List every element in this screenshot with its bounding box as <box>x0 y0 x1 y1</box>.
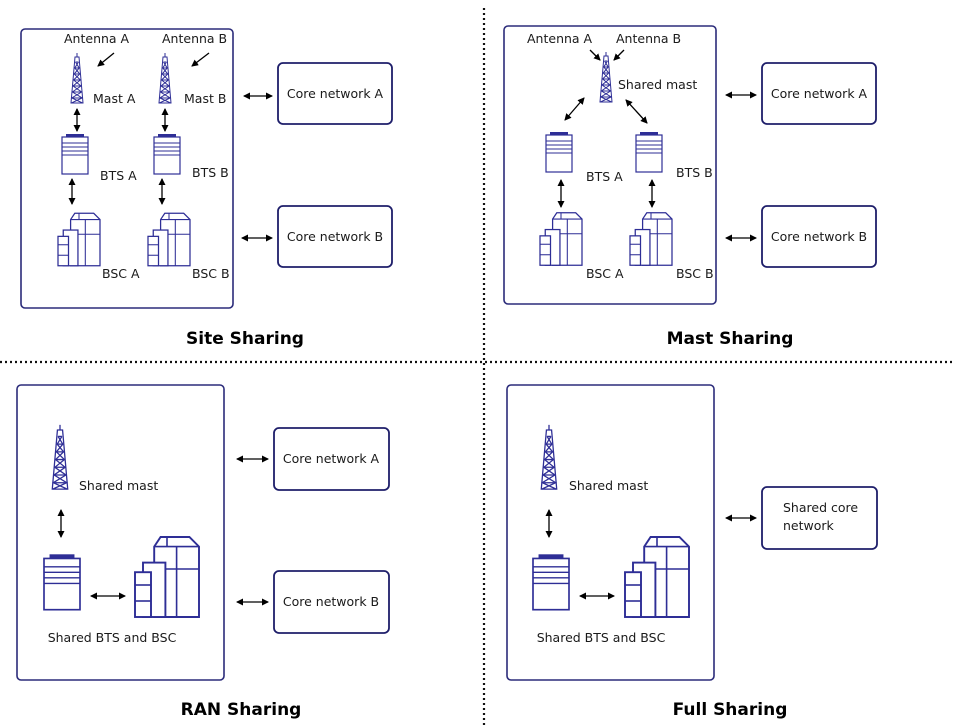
full-frame <box>506 384 715 681</box>
antenna-b-label: Antenna B <box>162 31 227 46</box>
shared-mast-label: Shared mast <box>79 478 158 493</box>
bsc-a-label: BSC A <box>586 266 624 281</box>
ran-frame <box>16 384 225 681</box>
shared-core-label-line1: Shared core <box>783 500 858 515</box>
mast-b-label: Mast B <box>184 91 226 106</box>
core-network-b-label: Core network B <box>287 229 383 244</box>
shared-bts-bsc-label: Shared BTS and BSC <box>537 630 666 645</box>
bts-b-icon <box>635 131 663 173</box>
mast-a-tower-icon <box>70 52 84 104</box>
core-network-b-box <box>761 205 877 268</box>
antenna-b-label: Antenna B <box>616 31 681 46</box>
antenna-a-label: Antenna A <box>527 31 593 46</box>
panel-site-sharing: Antenna A Antenna B Mast A Mast B BTS A … <box>20 28 393 349</box>
bts-b-label: BTS B <box>192 165 229 180</box>
core-network-a-box <box>277 62 393 125</box>
shared-bts-icon <box>42 553 82 611</box>
panel-full-sharing: Shared mast Shared BTS and BSC Shared co… <box>506 384 878 720</box>
ran-sharing-caption: RAN Sharing <box>181 700 302 720</box>
core-network-a-label: Core network A <box>771 86 868 101</box>
full-sharing-caption: Full Sharing <box>673 700 788 720</box>
core-network-b-box <box>273 570 390 634</box>
shared-mast-label: Shared mast <box>618 77 697 92</box>
antenna-a-label: Antenna A <box>64 31 130 46</box>
bts-a-label: BTS A <box>100 168 137 183</box>
core-network-b-label: Core network B <box>771 229 867 244</box>
shared-core-label-line2: network <box>783 518 835 533</box>
core-network-a-label: Core network A <box>283 451 380 466</box>
bts-b-icon <box>153 133 181 175</box>
site-frame <box>20 28 234 309</box>
bsc-b-label: BSC B <box>676 266 714 281</box>
core-network-a-label: Core network A <box>287 86 384 101</box>
shared-mast-label: Shared mast <box>569 478 648 493</box>
mast-sharing-caption: Mast Sharing <box>667 329 794 349</box>
shared-bts-icon <box>531 553 571 611</box>
mast-a-label: Mast A <box>93 91 136 106</box>
mast-frame <box>503 25 717 305</box>
bsc-a-icon <box>57 212 101 267</box>
bsc-b-icon <box>629 212 673 266</box>
shared-bsc-icon <box>134 536 200 618</box>
bts-a-label: BTS A <box>586 169 623 184</box>
shared-mast-tower-icon <box>599 51 613 103</box>
shared-mast-tower-icon <box>51 423 69 491</box>
bsc-b-icon <box>147 212 191 267</box>
core-network-a-box <box>761 62 877 125</box>
bts-a-icon <box>61 133 89 175</box>
bsc-a-icon <box>539 212 583 266</box>
panel-mast-sharing: Antenna A Antenna B Shared mast BTS A BT… <box>503 25 877 349</box>
panel-ran-sharing: Shared mast Shared BTS and BSC Core netw… <box>16 384 390 720</box>
shared-core-network-box <box>761 486 878 550</box>
shared-bsc-icon <box>624 536 690 618</box>
core-network-a-box <box>273 427 390 491</box>
bsc-b-label: BSC B <box>192 266 230 281</box>
shared-bts-bsc-label: Shared BTS and BSC <box>48 630 177 645</box>
bts-a-icon <box>545 131 573 173</box>
core-network-b-box <box>277 205 393 268</box>
core-network-b-label: Core network B <box>283 594 379 609</box>
bsc-a-label: BSC A <box>102 266 140 281</box>
shared-mast-tower-icon <box>540 423 558 491</box>
bts-b-label: BTS B <box>676 165 713 180</box>
mast-b-tower-icon <box>158 52 172 104</box>
site-sharing-caption: Site Sharing <box>186 329 304 349</box>
